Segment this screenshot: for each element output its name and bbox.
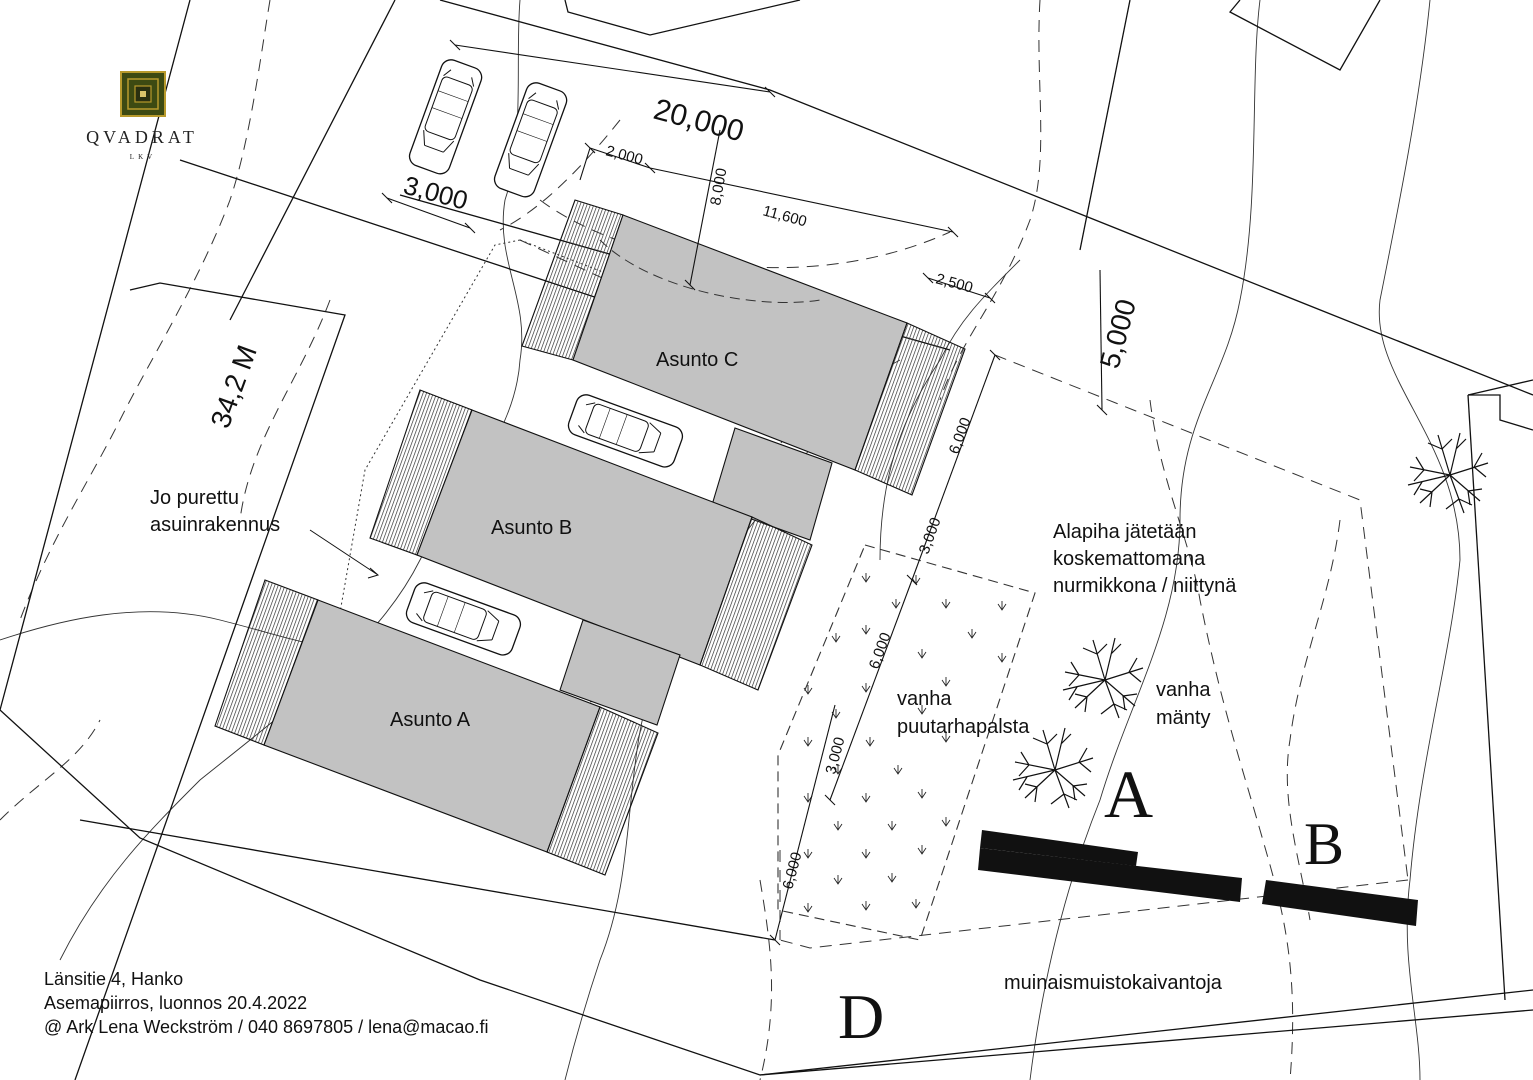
- note-yard-1: Alapiha jätetään: [1053, 521, 1196, 543]
- dim-3000-low: 3,000: [822, 735, 848, 776]
- logo-sub: LKV: [130, 153, 156, 161]
- footer-author: @ Ark Lena Weckström / 040 8697805 / len…: [44, 1017, 488, 1037]
- tree-pine-2-icon: [1012, 727, 1094, 809]
- tree-east-icon: [1407, 432, 1489, 514]
- dim-11600: 11,600: [761, 202, 809, 230]
- dim-2500: 2,500: [934, 270, 975, 296]
- dim-3000-top: 3,000: [400, 170, 471, 216]
- dim-6000-low: 6,000: [779, 850, 805, 891]
- excavation-bars: [978, 830, 1418, 926]
- building-b-terrace-east: [699, 516, 813, 691]
- note-pine-2: mänty: [1156, 707, 1210, 729]
- building-c-terrace-east: [854, 322, 966, 496]
- label-asunto-a: Asunto A: [390, 709, 471, 731]
- demolished-arrow: [309, 529, 380, 579]
- building-b-annex: [559, 619, 681, 726]
- dim-2000: 2,000: [604, 142, 645, 168]
- dim-8000: 8,000: [707, 167, 730, 207]
- dim-20000: 20,000: [650, 93, 747, 149]
- zone-a: A: [1104, 756, 1153, 832]
- roof-arc: [599, 239, 821, 303]
- note-demolished-1: Jo purettu: [150, 487, 239, 509]
- label-asunto-b: Asunto B: [491, 517, 572, 539]
- building-b: [369, 389, 813, 726]
- label-asunto-c: Asunto C: [656, 349, 738, 371]
- note-yard-2: koskemattomana: [1053, 548, 1206, 570]
- logo-name: QVADRAT: [86, 127, 198, 147]
- tree-pine-1-icon: [1062, 637, 1144, 719]
- note-demolished-2: asuinrakennus: [150, 514, 280, 536]
- dim-342m: 34,2 M: [205, 341, 263, 432]
- dim-6000-right: 6,000: [946, 415, 975, 456]
- dimension-lines: [381, 39, 1108, 946]
- dim-6000-mid: 6,000: [866, 630, 895, 671]
- note-garden-2: puutarhapalsta: [897, 716, 1030, 738]
- note-garden-1: vanha: [897, 688, 952, 710]
- note-yard-3: nurmikkona / niittynä: [1053, 575, 1237, 597]
- car-top-left: [406, 56, 486, 178]
- car-top-right: [491, 79, 571, 201]
- note-ruins: muinaismuistokaivantoja: [1004, 972, 1223, 994]
- note-pine-1: vanha: [1156, 679, 1211, 701]
- building-c-annex: [711, 427, 833, 541]
- qvadrat-logo: [120, 71, 166, 117]
- footer-drawing: Asemapiirros, luonnos 20.4.2022: [44, 993, 307, 1013]
- building-c: [521, 199, 966, 541]
- dim-3000-mid: 3,000: [916, 515, 945, 556]
- building-a: [214, 579, 659, 876]
- zone-d: D: [838, 981, 884, 1052]
- zone-b: B: [1304, 811, 1344, 877]
- footer-address: Länsitie 4, Hanko: [44, 969, 183, 989]
- garden-plot: [777, 544, 1036, 941]
- building-a-terrace-east: [546, 706, 659, 876]
